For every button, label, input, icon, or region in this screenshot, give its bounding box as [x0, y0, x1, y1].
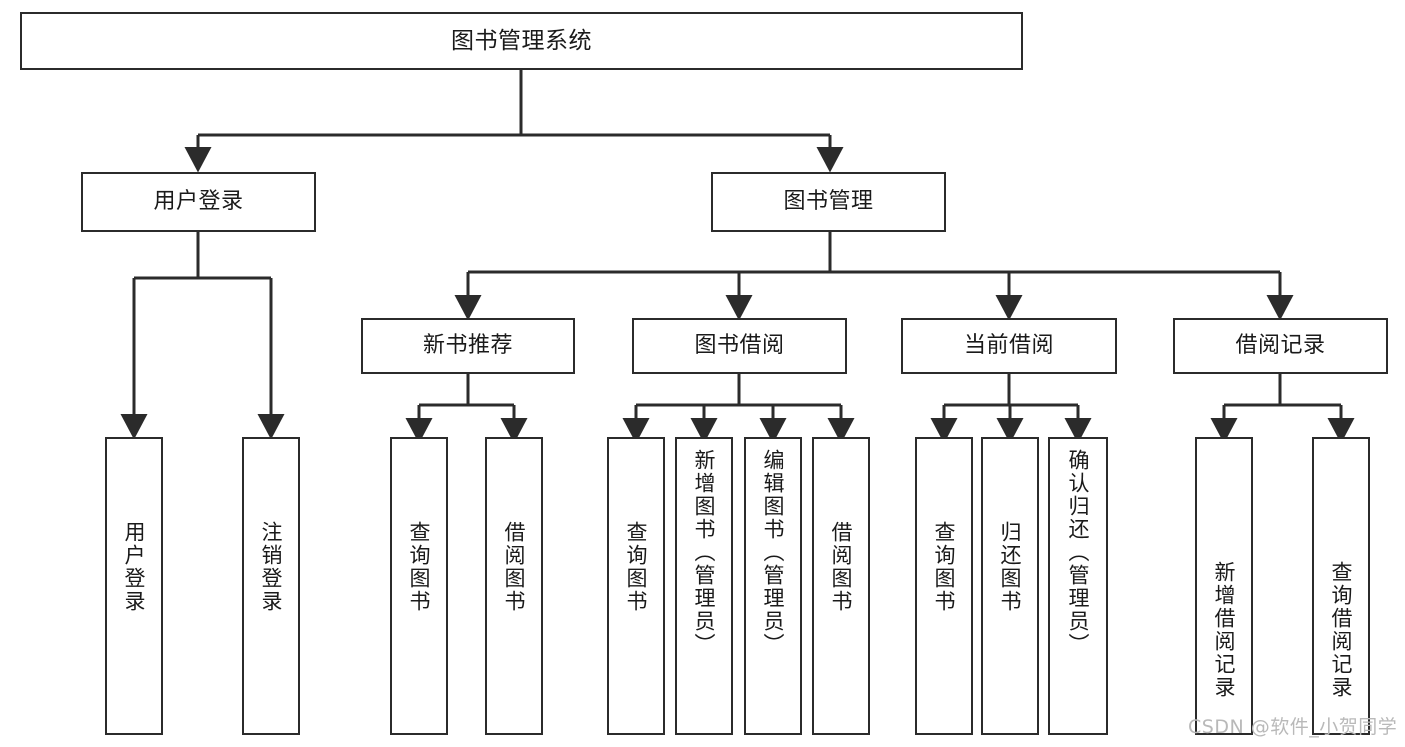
- node-book-borrow[interactable]: 图书借阅: [632, 318, 847, 374]
- leaf-br-query-record[interactable]: 查询借阅记录: [1312, 437, 1370, 735]
- leaf-nbr-query-book-label: 查询图书: [407, 521, 432, 613]
- watermark: CSDN @软件_小贺同学: [1188, 716, 1398, 738]
- leaf-br-add-record[interactable]: 新增借阅记录: [1195, 437, 1253, 735]
- leaf-user-login[interactable]: 用户登录: [105, 437, 163, 735]
- leaf-user-login-label: 用户登录: [122, 521, 147, 613]
- leaf-bb-add-book-label: 新增图书（管理员）: [692, 449, 717, 656]
- node-root[interactable]: 图书管理系统: [20, 12, 1023, 70]
- leaf-br-add-record-label: 新增借阅记录: [1212, 561, 1237, 699]
- leaf-user-logout[interactable]: 注销登录: [242, 437, 300, 735]
- leaf-bb-add-book[interactable]: 新增图书（管理员）: [675, 437, 733, 735]
- leaf-nbr-borrow-book[interactable]: 借阅图书: [485, 437, 543, 735]
- node-book-manage-label: 图书管理: [783, 189, 874, 215]
- leaf-bb-query-book-label: 查询图书: [624, 521, 649, 613]
- node-borrow-record-label: 借阅记录: [1235, 333, 1326, 359]
- leaf-cb-confirm-return-label: 确认归还（管理员）: [1066, 449, 1091, 656]
- node-root-label: 图书管理系统: [451, 27, 592, 54]
- leaf-bb-edit-book[interactable]: 编辑图书（管理员）: [744, 437, 802, 735]
- node-user-login[interactable]: 用户登录: [81, 172, 316, 232]
- node-new-book-rec-label: 新书推荐: [422, 333, 513, 359]
- node-current-borrow-label: 当前借阅: [963, 333, 1054, 359]
- leaf-nbr-query-book[interactable]: 查询图书: [390, 437, 448, 735]
- leaf-br-query-record-label: 查询借阅记录: [1329, 561, 1354, 699]
- node-current-borrow[interactable]: 当前借阅: [901, 318, 1117, 374]
- leaf-bb-borrow-book-label: 借阅图书: [829, 521, 854, 613]
- node-new-book-rec[interactable]: 新书推荐: [361, 318, 575, 374]
- leaf-nbr-borrow-book-label: 借阅图书: [502, 521, 527, 613]
- leaf-cb-return-book[interactable]: 归还图书: [981, 437, 1039, 735]
- node-user-login-label: 用户登录: [153, 189, 244, 215]
- leaf-cb-confirm-return[interactable]: 确认归还（管理员）: [1048, 437, 1108, 735]
- leaf-user-logout-label: 注销登录: [259, 521, 284, 613]
- node-borrow-record[interactable]: 借阅记录: [1173, 318, 1388, 374]
- node-book-manage[interactable]: 图书管理: [711, 172, 946, 232]
- leaf-cb-query-book[interactable]: 查询图书: [915, 437, 973, 735]
- node-book-borrow-label: 图书借阅: [694, 333, 785, 359]
- leaf-bb-query-book[interactable]: 查询图书: [607, 437, 665, 735]
- leaf-bb-edit-book-label: 编辑图书（管理员）: [761, 449, 786, 656]
- leaf-cb-return-book-label: 归还图书: [998, 521, 1023, 613]
- leaf-bb-borrow-book[interactable]: 借阅图书: [812, 437, 870, 735]
- leaf-cb-query-book-label: 查询图书: [932, 521, 957, 613]
